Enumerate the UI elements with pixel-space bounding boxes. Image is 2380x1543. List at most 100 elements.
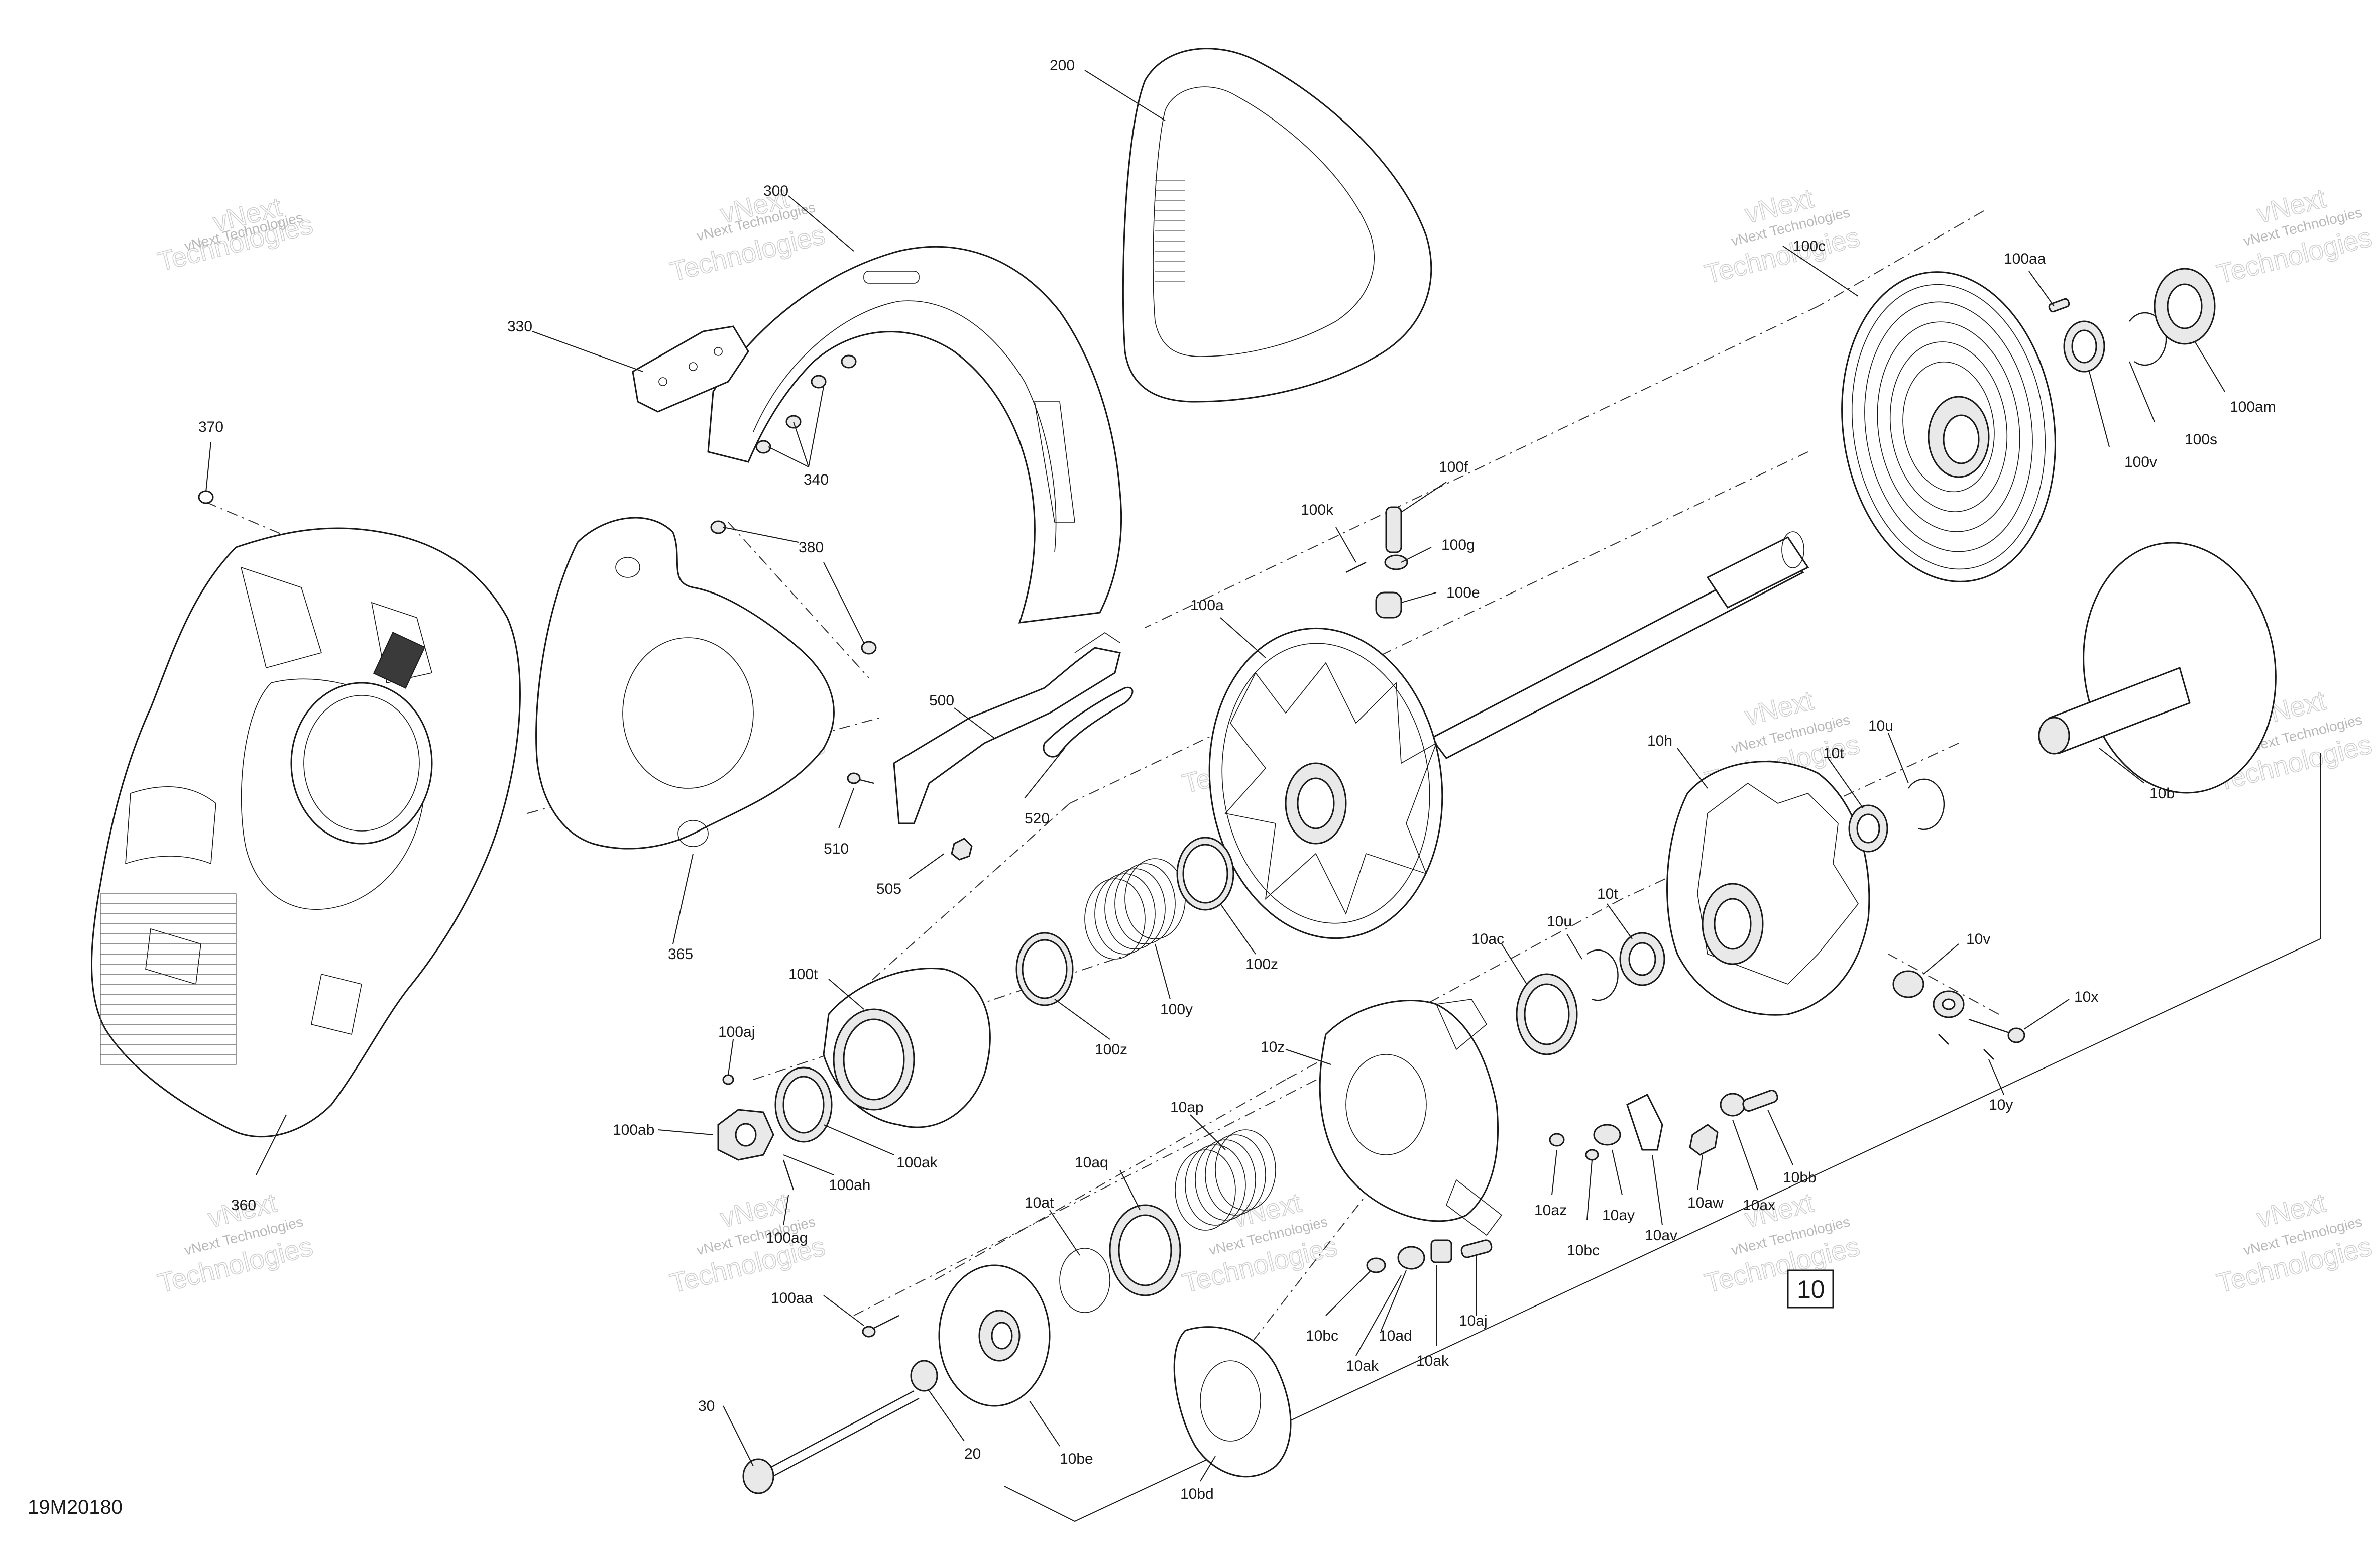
pin-100aj <box>722 1074 734 1085</box>
sleeve-10b <box>2038 542 2277 794</box>
movable-sheave-100a <box>1208 627 1443 939</box>
pin-100aa-top <box>2048 298 2070 313</box>
spring-10ap <box>1175 1129 1276 1231</box>
watermark-top-right: vNext Technologies vNext Technologies <box>1702 183 1863 290</box>
label-100ah: 100ah <box>829 1177 870 1194</box>
bracket-500 <box>893 632 1121 824</box>
label-10bc-right: 10bc <box>1567 1242 1600 1259</box>
leader-lines <box>205 70 2225 1482</box>
ring-100z-right <box>1176 837 1234 911</box>
belt-teeth <box>1155 180 1185 282</box>
outer-housing-360 <box>91 527 521 1138</box>
screw-100aa-bottom <box>862 1315 899 1338</box>
label-380: 380 <box>799 539 824 556</box>
sheave-fasteners-100k-100f-100g-100e <box>1345 506 1408 619</box>
fastener-370 <box>198 490 214 504</box>
label-10aw: 10aw <box>1687 1195 1724 1211</box>
spring-100y <box>1084 858 1186 960</box>
watermark-bottom-far-right: vNext Technologies vNext Technologies <box>2214 1187 2375 1299</box>
fasteners-340 <box>755 354 857 454</box>
label-100k: 100k <box>1301 502 1334 518</box>
roller-arm-10z <box>1319 999 1503 1236</box>
ring-100z-left <box>1015 932 1074 1006</box>
upper-guard-300 <box>707 246 1122 624</box>
small-parts-10ad-10ak-10aj-10bc <box>1366 1239 1493 1273</box>
label-10t-mid: 10t <box>1597 886 1618 902</box>
label-100aa-top: 100aa <box>2004 251 2046 267</box>
label-100t: 100t <box>788 966 818 983</box>
label-505: 505 <box>876 881 901 897</box>
label-10bd: 10bd <box>1180 1486 1214 1502</box>
label-100f: 100f <box>1439 459 1468 476</box>
drive-belt-200 <box>1122 48 1432 403</box>
nut-505 <box>951 838 973 861</box>
label-100z-right: 100z <box>1245 956 1278 973</box>
label-520: 520 <box>1025 810 1050 827</box>
label-370: 370 <box>198 419 223 435</box>
label-10be: 10be <box>1060 1451 1093 1467</box>
part-labels: 200 300 330 340 370 380 360 365 500 510 … <box>198 57 2276 1502</box>
label-10av: 10av <box>1645 1227 1677 1244</box>
label-10bc-left: 10bc <box>1306 1328 1338 1344</box>
label-10at: 10at <box>1025 1195 1054 1211</box>
label-10az: 10az <box>1534 1202 1567 1219</box>
washer-20 <box>910 1360 938 1392</box>
bushing-100v <box>2063 320 2105 373</box>
watermark-top-center-left: vNext Technologies vNext Technologies <box>667 183 829 287</box>
bushing-10t-top <box>1848 804 1888 853</box>
main-shaft <box>1430 531 1809 759</box>
label-10bb: 10bb <box>1783 1169 1817 1186</box>
watermark-bottom-center-right: vNext Technologies vNext Technologies <box>1179 1187 1341 1299</box>
label-10ak-right: 10ak <box>1416 1353 1449 1369</box>
label-100y: 100y <box>1160 1001 1193 1018</box>
label-100z-left: 100z <box>1095 1041 1127 1058</box>
label-100am: 100am <box>2230 399 2276 415</box>
watermark-bottom-right: vNext Technologies vNext Technologies <box>1702 1187 1863 1299</box>
spring-cup-100t <box>823 967 991 1128</box>
label-500: 500 <box>929 692 954 709</box>
label-10t-top: 10t <box>1823 745 1844 762</box>
label-10h: 10h <box>1647 733 1672 749</box>
plate-10bd <box>1173 1326 1292 1478</box>
label-330: 330 <box>507 318 532 335</box>
label-100c: 100c <box>1793 238 1826 255</box>
label-510: 510 <box>824 841 849 857</box>
inner-cover-365 <box>535 517 835 850</box>
label-10y: 10y <box>1989 1097 2013 1113</box>
label-300: 300 <box>763 183 788 199</box>
spider-housing-10h <box>1666 761 1870 1016</box>
pin-100ag <box>782 1159 795 1191</box>
pins-10y <box>1938 1034 1994 1060</box>
label-365: 365 <box>668 946 693 963</box>
cup-100ak <box>774 1066 833 1143</box>
label-10ad: 10ad <box>1379 1328 1412 1344</box>
ring-10u-mid <box>1586 949 1619 1001</box>
bolt-30 <box>742 1390 920 1494</box>
label-10u-mid: 10u <box>1547 913 1572 930</box>
nut-100ab <box>717 1109 774 1161</box>
figure-id: 19M20180 <box>28 1496 123 1518</box>
gear-ring-10ac <box>1516 973 1578 1055</box>
label-100g: 100g <box>1441 537 1475 553</box>
label-10x: 10x <box>2074 989 2098 1005</box>
label-10aq: 10aq <box>1075 1154 1108 1171</box>
label-100e: 100e <box>1446 584 1480 601</box>
label-200: 200 <box>1050 57 1075 74</box>
fixed-sheave-100c <box>1841 271 2056 582</box>
hub-10be <box>938 1264 1051 1407</box>
label-100ag: 100ag <box>766 1230 808 1246</box>
washers-10v <box>1892 970 1965 1018</box>
group-10-boundary <box>1004 753 2321 1522</box>
watermark-top-left: vNext Technologies vNext Technologies <box>155 191 316 277</box>
label-100s: 100s <box>2185 431 2217 448</box>
label-100a: 100a <box>1190 597 1224 614</box>
label-10b: 10b <box>2149 785 2175 802</box>
label-10v: 10v <box>1966 931 1990 947</box>
ring-10u-top <box>1908 778 1945 830</box>
label-10ax: 10ax <box>1743 1197 1775 1214</box>
housing-vent-grille <box>100 893 237 1065</box>
small-parts-10az-10bc-10ay-10av-10aw-10ax-10bb <box>1549 1090 1778 1161</box>
label-100aj: 100aj <box>718 1024 755 1040</box>
label-100ak: 100ak <box>896 1154 938 1171</box>
label-10aj: 10aj <box>1459 1313 1488 1329</box>
